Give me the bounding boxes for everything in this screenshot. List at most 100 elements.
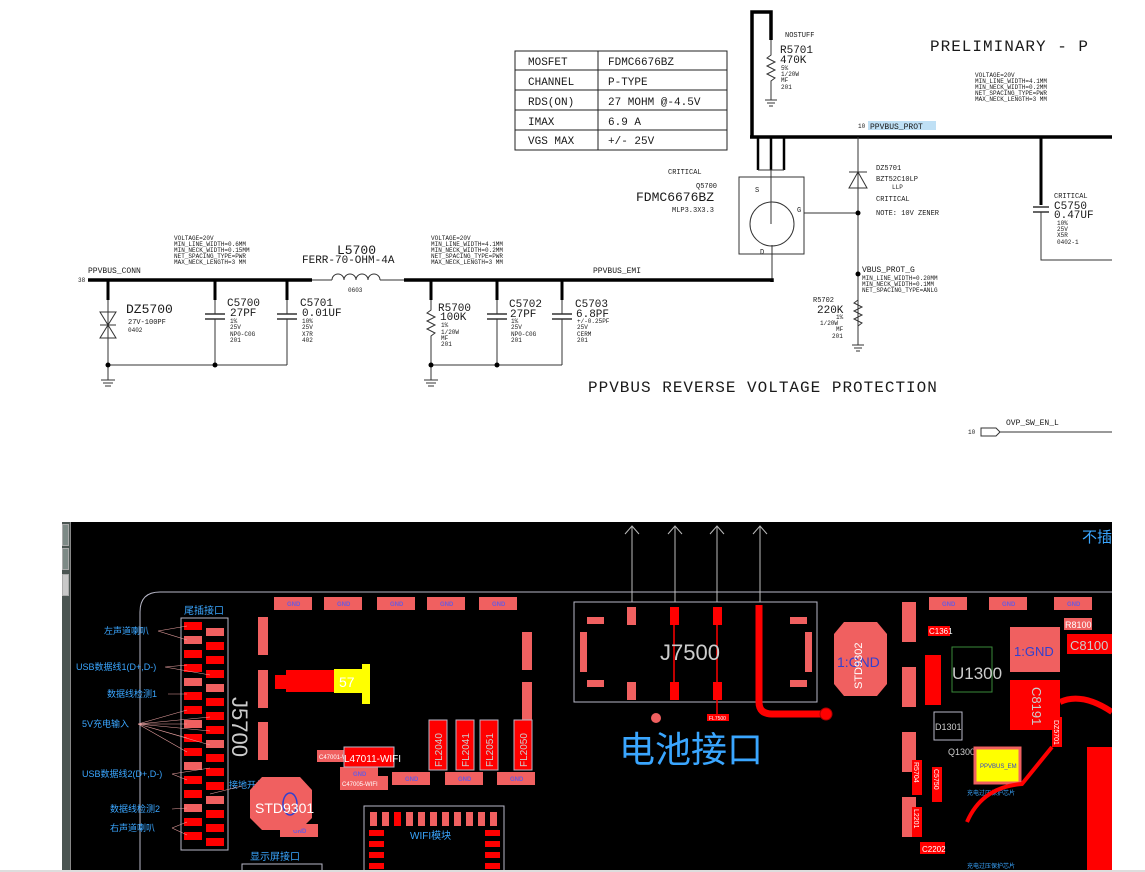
pin-label: 数据线检测2 bbox=[110, 803, 160, 814]
gnd-pad bbox=[929, 597, 967, 610]
r5700-ref: R5700 bbox=[438, 303, 471, 315]
spec-value: 6.9 A bbox=[608, 117, 641, 129]
dz5701-note: CRITICAL bbox=[876, 196, 910, 204]
gnd-pad-label: GND bbox=[1067, 602, 1081, 608]
gnd-pad bbox=[522, 632, 532, 670]
c5700-ref: C5700 bbox=[227, 298, 260, 310]
connector-pad bbox=[184, 622, 202, 630]
dz5700-package: 0402 bbox=[128, 327, 143, 334]
c1361-label: C1361 bbox=[929, 627, 953, 636]
zener-dz5701[interactable]: DZ5701 BZT52C10LP LLP CRITICAL NOTE: 10V… bbox=[848, 137, 940, 345]
net-label-ppvbus-conn[interactable]: PPVBUS_CONN bbox=[88, 267, 141, 276]
test-pad-std9301[interactable]: STD9301 bbox=[250, 777, 314, 830]
c5750-spec: X5R bbox=[1057, 232, 1068, 239]
resistor-r5702[interactable]: R5702 220K 1% 1/20W MF 201 bbox=[813, 271, 864, 352]
resistor-r5701[interactable]: NOSTUFF R5701 470K 5% 1/20W MF 201 bbox=[750, 10, 814, 137]
component-mark: 57 bbox=[339, 674, 355, 690]
pcb-layout-view: 不插 尾插接口 J5700 左声道喇叭 USB数据线1(D+,D-) 数据线检测… bbox=[62, 522, 1112, 872]
scroll-button[interactable] bbox=[62, 524, 69, 546]
c5703-spec: 25V bbox=[577, 324, 588, 331]
rule-line: MIN_LINE_WIDTH=0.6MM bbox=[174, 241, 246, 248]
mosfet-q5700[interactable]: S G D CRITICAL Q5700 FDMC6676BZ MLP3.3X3… bbox=[636, 137, 858, 282]
scroll-button[interactable] bbox=[62, 548, 69, 570]
q5700-value: FDMC6676BZ bbox=[636, 190, 714, 205]
wifi-module[interactable]: WIFI模块 bbox=[363, 805, 505, 872]
dz5701-ref: DZ5701 bbox=[876, 165, 901, 173]
rule-line: MIN_LINE_WIDTH=0.20MM bbox=[862, 275, 938, 282]
gnd-pad-label: GND bbox=[337, 602, 351, 608]
l5700-package: 0603 bbox=[348, 287, 363, 294]
power-on-label: 接地开机 bbox=[229, 779, 265, 790]
capacitor-c5701[interactable]: C5701 0.01UF 10% 25V X7R 402 bbox=[277, 280, 342, 365]
std9302-label: STD9302 bbox=[853, 643, 865, 689]
gnd-pad bbox=[479, 597, 517, 610]
connector-pad bbox=[206, 656, 224, 664]
pin-label: USB数据线1(D+,D-) bbox=[76, 661, 156, 672]
c5700-spec: NP0-C0G bbox=[230, 331, 256, 338]
spec-value: +/- 25V bbox=[608, 136, 655, 148]
rule-line: MAX_NECK_LENGTH=3 MM bbox=[431, 259, 503, 266]
resistor-r5700[interactable]: R5700 100K 1% 1/20W MF 201 bbox=[425, 280, 471, 380]
schematic-view: MOSFET FDMC6676BZ CHANNEL P-TYPE RDS(ON)… bbox=[78, 10, 1112, 437]
wifi-pad bbox=[430, 812, 437, 826]
off-page-connector-ovp[interactable]: 10 OVP_SW_EN_L bbox=[968, 419, 1112, 437]
filter-component bbox=[428, 719, 448, 771]
fl7500-label: FL7500 bbox=[709, 716, 726, 722]
c5701-value: 0.01UF bbox=[302, 308, 342, 320]
c5701-ref: C5701 bbox=[300, 298, 333, 310]
connector-pad bbox=[184, 748, 202, 756]
mosfet-spec-table: MOSFET FDMC6676BZ CHANNEL P-TYPE RDS(ON)… bbox=[514, 50, 728, 151]
rule-line: NET_SPACING_TYPE=PWR bbox=[975, 90, 1047, 97]
net-rules-prot: VOLTAGE=20V MIN_LINE_WIDTH=4.1MM MIN_NEC… bbox=[975, 72, 1047, 103]
ppvbus-emi-wire bbox=[404, 278, 774, 282]
c5701-spec: 25V bbox=[302, 324, 313, 331]
capacitor-c5702[interactable]: C5702 27PF 1% 25V NP0-C0G 201 bbox=[487, 280, 542, 365]
l5700-ref: L5700 bbox=[337, 243, 376, 258]
rule-line: MAX_NECK_LENGTH=3 MM bbox=[174, 259, 246, 266]
net-label-ppvbus-prot[interactable]: PPVBUS_PROT bbox=[870, 123, 923, 132]
pin-label: 右声道喇叭 bbox=[110, 822, 155, 833]
c5750-label: C5750 bbox=[932, 769, 939, 790]
connector-j5700[interactable]: 尾插接口 J5700 bbox=[180, 604, 252, 851]
connector-pad bbox=[206, 768, 224, 776]
c5750-value: 0.47UF bbox=[1054, 210, 1094, 222]
gnd-pad bbox=[989, 597, 1027, 610]
spec-label: IMAX bbox=[528, 117, 555, 129]
board-outline bbox=[139, 591, 1112, 872]
r5700-spec: 1% bbox=[441, 322, 449, 329]
connector-pad bbox=[206, 628, 224, 636]
net-label-vbus-prot-g[interactable]: VBUS_PROT_G bbox=[862, 266, 915, 275]
u1300-label: U1300 bbox=[952, 664, 1002, 683]
gnd-pad bbox=[274, 597, 312, 610]
c5700-spec: 201 bbox=[230, 337, 241, 344]
dz5701-note2: NOTE: 10V ZENER bbox=[876, 210, 940, 218]
dz5700-value: 27V-100PF bbox=[128, 319, 166, 327]
d1301-label: D1301 bbox=[935, 722, 962, 732]
test-pad-std9302[interactable]: 1:GND STD9302 bbox=[834, 622, 887, 696]
connector-pad bbox=[184, 650, 202, 658]
connector-pad bbox=[184, 804, 202, 812]
battery-connector-j7500[interactable]: J7500 bbox=[573, 601, 833, 721]
c8100-label: C8100 bbox=[1070, 638, 1108, 653]
wifi-pad bbox=[485, 830, 500, 836]
c5702-value: 27PF bbox=[510, 309, 536, 321]
capacitor-c5750[interactable]: CRITICAL C5750 0.47UF 10% 25V X5R 0402-1 bbox=[1033, 137, 1112, 261]
net-label-ppvbus-emi[interactable]: PPVBUS_EMI bbox=[593, 267, 641, 276]
std9301-label: STD9301 bbox=[255, 800, 314, 816]
gnd-pad bbox=[522, 682, 532, 720]
capacitor-c5700[interactable]: C5700 27PF 1% 25V NP0-C0G 201 bbox=[205, 280, 260, 365]
scrollbar[interactable] bbox=[62, 522, 71, 872]
pin-d-label: D bbox=[760, 249, 764, 257]
c5702-spec: 1% bbox=[511, 318, 519, 325]
wifi-pad bbox=[369, 841, 384, 847]
rule-line: MIN_LINE_WIDTH=4.1MM bbox=[431, 241, 503, 248]
wifi-pad bbox=[478, 812, 485, 826]
connector-pad bbox=[184, 832, 202, 840]
c5701-spec: 402 bbox=[302, 337, 313, 344]
c2202-label: C2202 bbox=[922, 845, 946, 854]
spec-value: FDMC6676BZ bbox=[608, 57, 674, 69]
scroll-thumb[interactable] bbox=[62, 574, 69, 596]
capacitor-c5703[interactable]: C5703 6.8PF +/-0.25PF 25V CERM 201 bbox=[552, 280, 610, 365]
connector-pad bbox=[206, 670, 224, 678]
inductor-l5700[interactable]: L5700 FERR-70-OHM-4A 0603 bbox=[302, 243, 404, 294]
